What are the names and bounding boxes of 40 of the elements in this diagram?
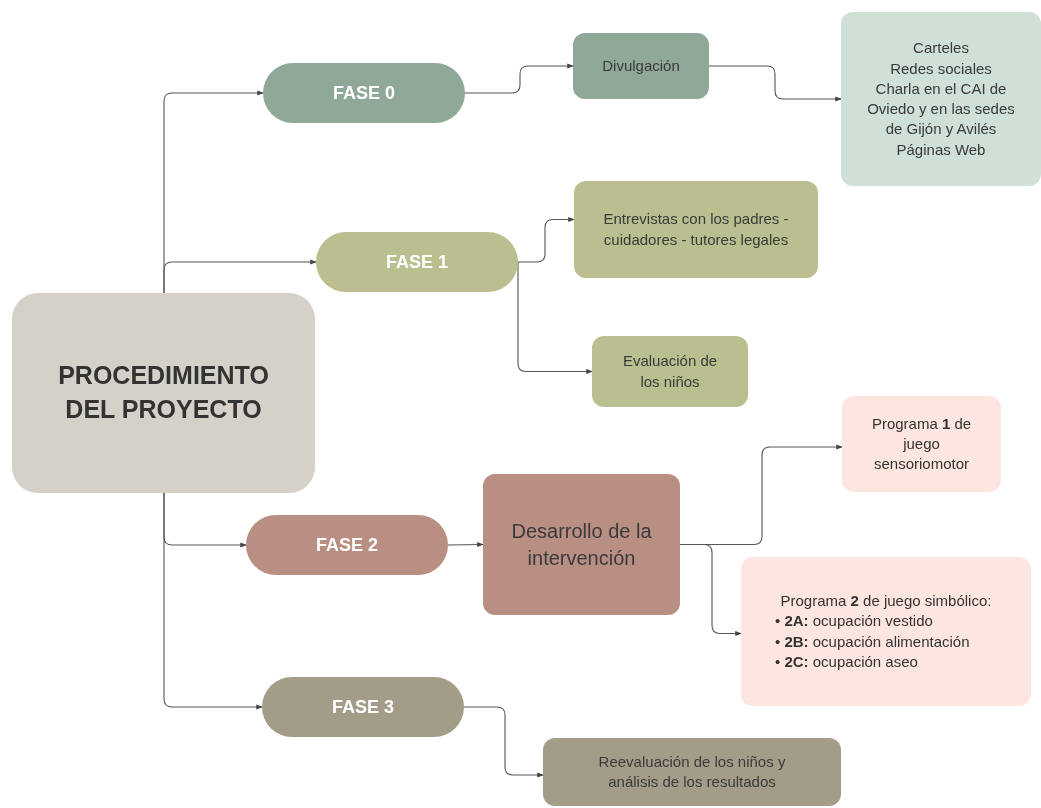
- connector-arrow: [464, 63, 574, 94]
- node-text: Desarrollo de la intervención: [510, 518, 653, 571]
- node-text: Páginas Web: [896, 139, 986, 160]
- program-box: [741, 557, 1031, 706]
- list-item: • 2B: ocupación alimentación: [775, 631, 970, 652]
- node-text: FASE 3: [332, 695, 394, 719]
- step-box: [483, 474, 680, 615]
- step-box: [841, 12, 1041, 186]
- node-text: Programa 1 de juego sensoriomotor: [870, 413, 973, 475]
- node-text: FASE 2: [316, 533, 378, 557]
- step-box: [574, 181, 818, 278]
- node-text: Programa 2 de juego simbólico:: [780, 591, 992, 611]
- title-box: [12, 293, 315, 493]
- connector-arrow: [447, 542, 484, 548]
- list-item: • 2C: ocupación aseo: [775, 651, 918, 672]
- node-text: FASE 0: [333, 81, 395, 105]
- connector-arrow: [163, 259, 317, 294]
- list-item: • 2A: ocupación vestido: [775, 611, 933, 632]
- node-text: PROCEDIMIENTO DEL PROYECTO: [57, 360, 270, 425]
- node-text: Entrevistas con los padres - cuidadores - tutores legales: [602, 209, 790, 250]
- step-box: [592, 336, 748, 407]
- phase-pill: [263, 63, 465, 123]
- step-box: [543, 738, 841, 806]
- node-text: Reevaluación de los niños y análisis de los resultados: [597, 751, 787, 792]
- node-text: Redes sociales: [890, 58, 992, 79]
- connector-arrow: [517, 217, 575, 263]
- program-box: [842, 396, 1001, 492]
- phase-pill: [316, 232, 518, 292]
- connector-arrow: [463, 706, 544, 778]
- node-text: Carteles: [913, 38, 969, 59]
- connector-arrow: [163, 492, 263, 710]
- node-text: Charla en el CAI de Oviedo y en las sedes de Gijón y Avilés: [866, 78, 1016, 140]
- step-box: [573, 33, 709, 99]
- phase-pill: [246, 515, 448, 575]
- connector-arrow: [708, 65, 842, 102]
- node-text: Evaluación de los niños: [621, 351, 719, 392]
- phase-pill: [262, 677, 464, 737]
- node-text: FASE 1: [386, 250, 448, 274]
- connector-arrow: [679, 543, 742, 636]
- node-text: Divulgación: [602, 55, 680, 76]
